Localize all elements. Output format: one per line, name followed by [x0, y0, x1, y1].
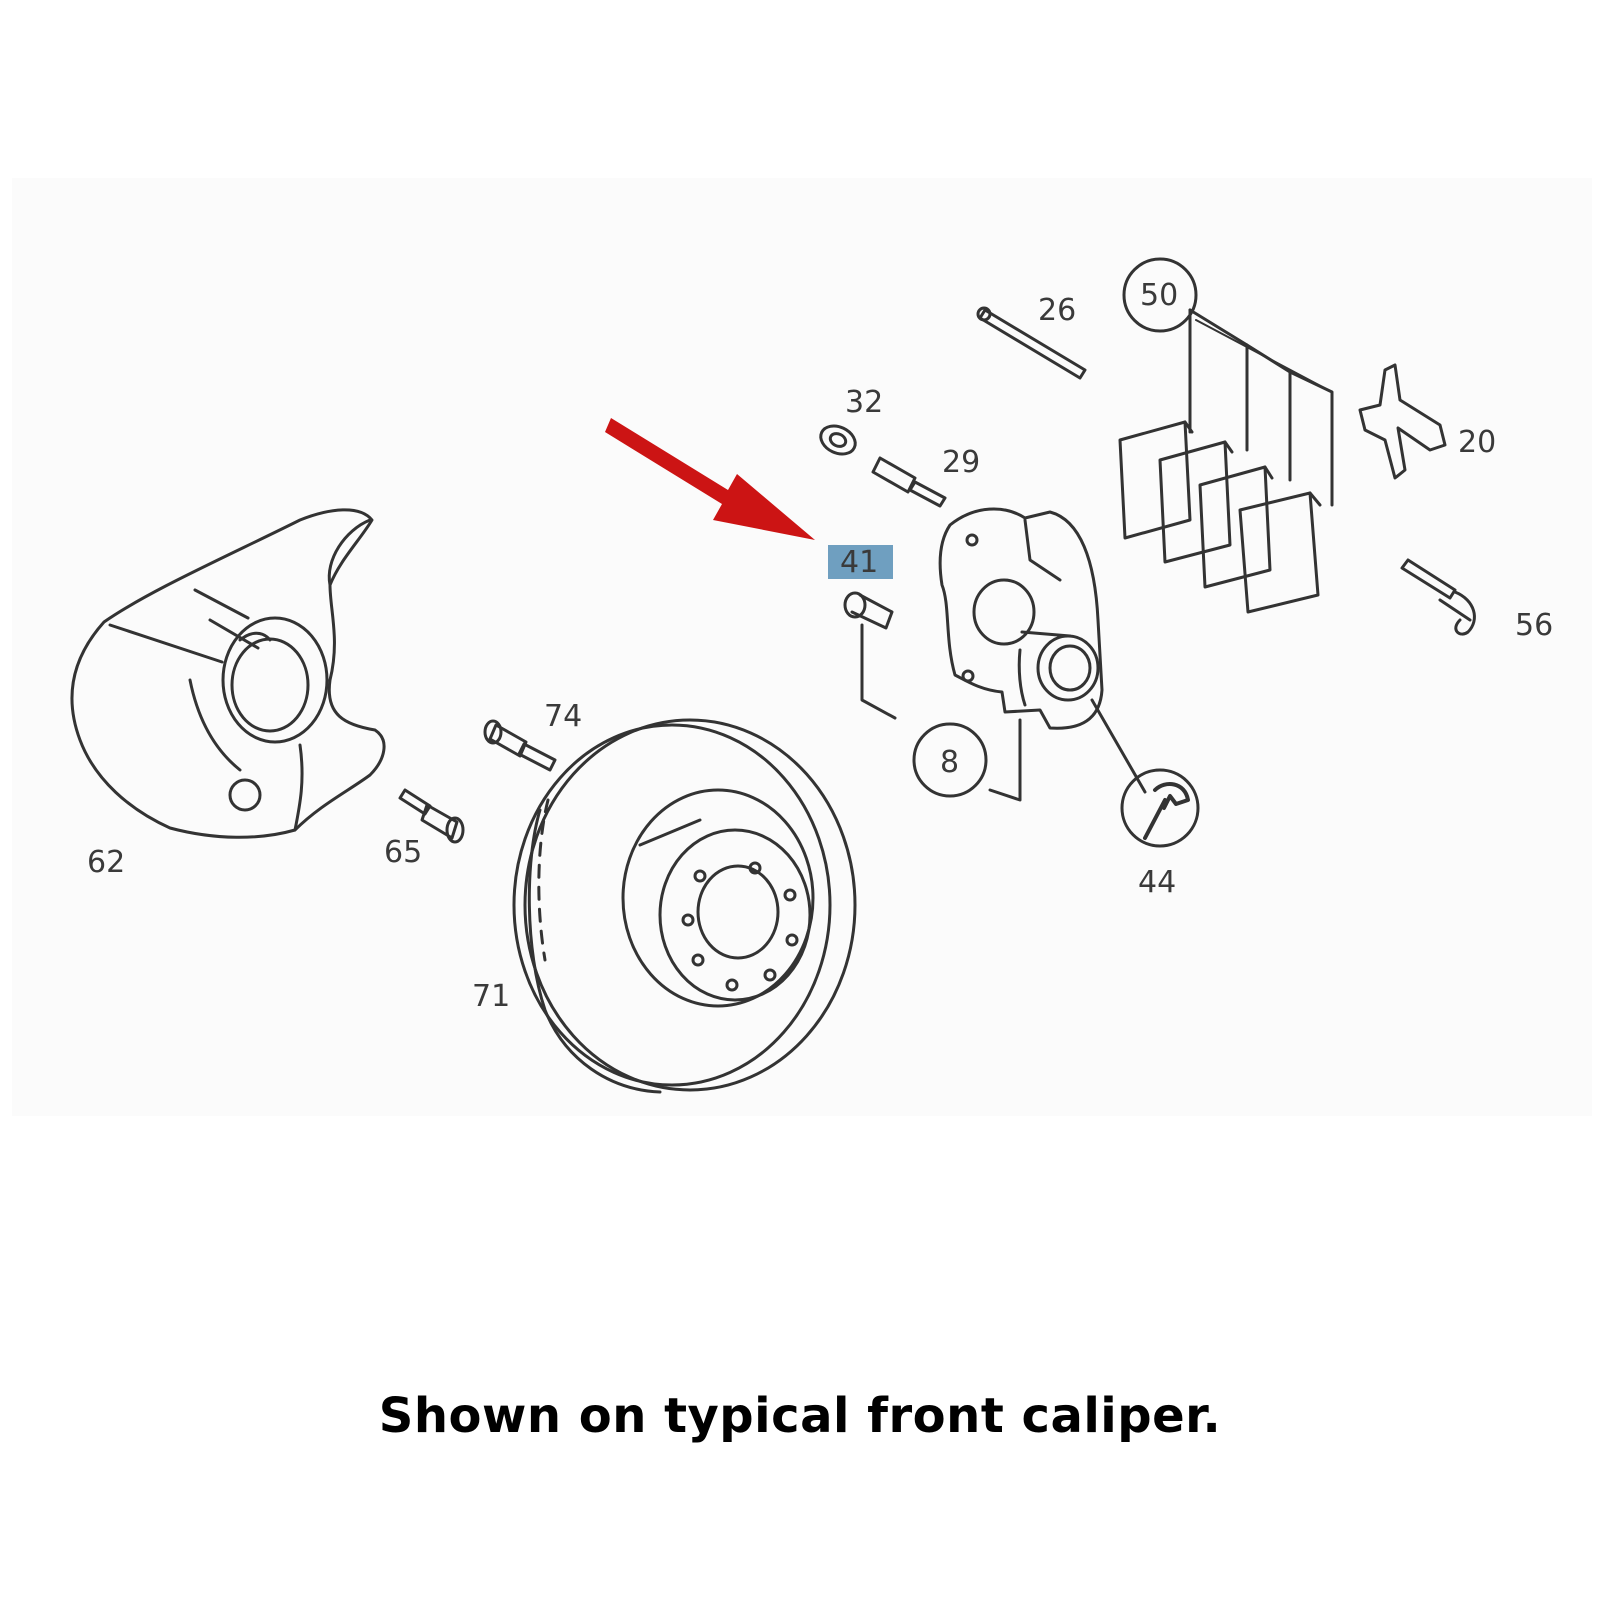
bleeder-part-29: [871, 456, 947, 508]
callout-circle-44: [1120, 768, 1200, 848]
highlight-box-41: [828, 545, 893, 579]
label-74: 74: [544, 699, 582, 734]
label-26: 26: [1038, 293, 1076, 328]
spring-clip-part-20: [1358, 363, 1447, 480]
splash-shield-part-62: [70, 508, 386, 839]
callout-circle-50: [1122, 257, 1198, 333]
label-62: 62: [87, 845, 125, 880]
brake-rotor-part-71: [512, 718, 857, 1094]
label-44: 44: [1138, 865, 1176, 900]
bolt-part-65: [398, 788, 465, 844]
label-29: 29: [942, 445, 980, 480]
bolt-part-74: [483, 719, 557, 772]
diagram-background: [12, 178, 1592, 1116]
label-8: 8: [940, 745, 959, 780]
label-20: 20: [1458, 425, 1496, 460]
label-41: 41: [840, 545, 878, 580]
label-32: 32: [845, 385, 883, 420]
diagram-caption: Shown on typical front caliper.: [378, 1388, 1222, 1444]
wear-sensor-part-56: [1400, 558, 1476, 636]
leader-line-41: [860, 623, 897, 720]
label-65: 65: [384, 835, 422, 870]
caliper-body: [938, 507, 1104, 730]
label-50: 50: [1140, 278, 1178, 313]
wrench-icon: [1143, 782, 1190, 840]
leader-line-8: [988, 718, 1022, 802]
callout-circle-8: [912, 722, 988, 798]
label-56: 56: [1515, 608, 1553, 643]
red-pointer-arrow: [605, 418, 815, 540]
nut-part-32: [819, 424, 857, 456]
label-71: 71: [472, 979, 510, 1014]
pin-part-26: [976, 306, 1087, 380]
bolt-part-41: [843, 591, 894, 630]
